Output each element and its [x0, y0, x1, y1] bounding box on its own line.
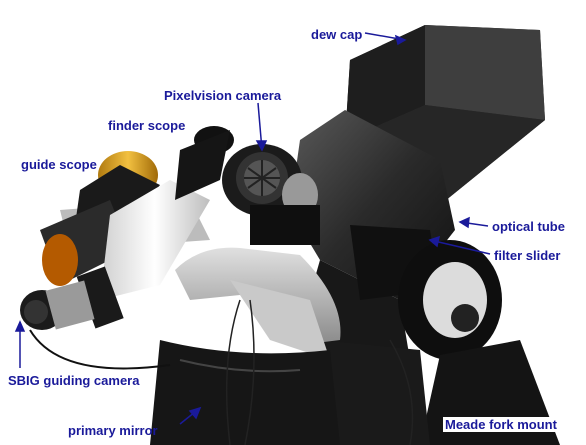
finder-scope [76, 126, 234, 329]
label-primary-mirror: primary mirror [68, 423, 158, 438]
label-dew-cap: dew cap [311, 27, 363, 42]
fork-mount [310, 240, 560, 445]
label-sbig-guiding-camera: SBIG guiding camera [8, 373, 140, 388]
pixelvision-camera [222, 144, 320, 245]
label-finder-scope: finder scope [108, 118, 186, 133]
cables [225, 299, 414, 445]
primary-mirror-body [150, 340, 340, 445]
sbig-guiding-camera [20, 280, 171, 370]
label-pixelvision-camera: Pixelvision camera [164, 88, 282, 103]
label-optical-tube: optical tube [492, 219, 565, 234]
label-guide-scope: guide scope [21, 157, 97, 172]
label-meade-fork-mount: Meade fork mount [443, 417, 559, 432]
label-arrows [14, 32, 491, 425]
label-filter-slider: filter slider [494, 248, 561, 263]
